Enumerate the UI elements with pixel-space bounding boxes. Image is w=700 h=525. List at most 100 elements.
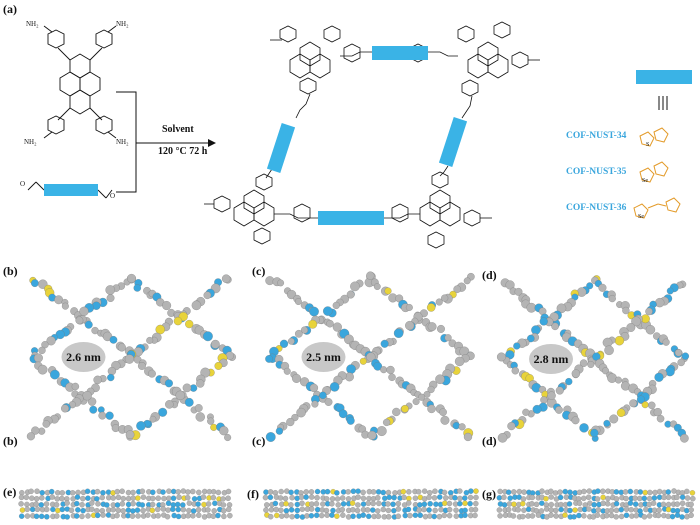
stack-atom [688, 512, 694, 518]
atom [319, 391, 327, 400]
stack-atom [473, 500, 479, 507]
stack-atom [166, 488, 172, 494]
stack-atom [365, 500, 372, 507]
stack-atom [679, 494, 686, 500]
stack-atom [79, 513, 85, 520]
stack-atom [632, 501, 639, 507]
atom [437, 324, 445, 333]
pore-ellipse [61, 342, 106, 372]
stack-atom [34, 488, 40, 494]
amine-labels: NH₂ NH₂ NH₂ NH₂ [24, 20, 129, 146]
atom [497, 433, 508, 443]
atom [173, 316, 183, 326]
stack-atom [95, 501, 101, 507]
stack-atom [689, 490, 696, 496]
stack-atom [355, 488, 361, 494]
atom [571, 416, 580, 425]
stack-atom [375, 495, 381, 501]
atom [579, 423, 589, 433]
stack-atom [125, 507, 132, 513]
atom [547, 391, 556, 400]
stack-atom [335, 502, 341, 508]
atom [136, 421, 146, 431]
stack-atom [391, 507, 397, 514]
atom [38, 346, 46, 355]
reaction-arrow [116, 91, 216, 193]
stack-atom [350, 507, 356, 513]
stack-atom [99, 494, 105, 501]
stack-atom [180, 488, 187, 494]
stack-atom [505, 489, 512, 495]
stack-atom [391, 494, 397, 501]
stack-atom [39, 489, 45, 496]
stack-atom [497, 488, 503, 495]
stack-atom [642, 489, 648, 496]
atom [405, 320, 415, 331]
stack-atom [520, 496, 527, 502]
atom [412, 398, 420, 406]
hetero-se-label-35: Se [642, 178, 648, 184]
pore-size-label: 2.5 nm [306, 350, 341, 364]
stack-atom [548, 501, 554, 508]
atom [46, 336, 56, 346]
atom [295, 329, 303, 338]
stack-atom [303, 489, 309, 495]
stack-atom [24, 506, 30, 513]
atom [286, 417, 295, 427]
stack-atom [401, 494, 407, 501]
atom [111, 424, 120, 433]
atom [182, 383, 192, 393]
stack-atom [651, 495, 658, 501]
atom [210, 423, 218, 431]
atom [292, 373, 301, 383]
atom [184, 397, 194, 407]
stack-atom [23, 494, 30, 501]
stack-atom [110, 506, 116, 513]
stack-atom [186, 500, 193, 506]
stack-atom [623, 495, 629, 502]
stack-atom [557, 494, 564, 501]
stack-atom [278, 488, 284, 495]
linker-legend: S Se Se [633, 70, 692, 220]
atom [505, 280, 515, 290]
stack-atom [225, 488, 232, 495]
atom [439, 408, 447, 416]
stack-atom [125, 501, 132, 508]
stack-atom [539, 488, 545, 494]
stack-atom [298, 494, 305, 500]
hetero-se-label-36: Se [638, 214, 644, 220]
stack-atom [604, 512, 610, 519]
stack-atom [180, 502, 186, 508]
stack-atom [94, 507, 100, 514]
pore-ellipse [301, 342, 346, 372]
atom [323, 306, 333, 316]
atom [283, 367, 291, 375]
atom [645, 325, 656, 335]
stack-atom [125, 495, 132, 502]
stack-atom [226, 506, 232, 513]
panel-label-d: (d) [482, 268, 497, 282]
stack-atom [114, 502, 121, 508]
atom [61, 302, 69, 310]
stack-atom [29, 506, 36, 513]
atom [423, 390, 431, 398]
atom [82, 391, 92, 401]
stack-atom [511, 501, 517, 507]
stack-atom [600, 488, 606, 494]
atom [609, 414, 619, 424]
atom [622, 306, 630, 315]
stack-atom [39, 495, 45, 501]
stack-atom [421, 506, 427, 513]
stack-atom [175, 513, 182, 520]
stack-atom [647, 489, 653, 496]
stack-atom [267, 494, 274, 501]
atom [332, 322, 342, 332]
stack-atom [84, 488, 91, 495]
stack-atom [69, 490, 76, 496]
stack-atom [688, 501, 694, 508]
atom [435, 298, 443, 306]
stack-atom [186, 507, 192, 514]
atom [308, 319, 318, 329]
stack-atom [380, 506, 387, 513]
atom [388, 373, 396, 381]
